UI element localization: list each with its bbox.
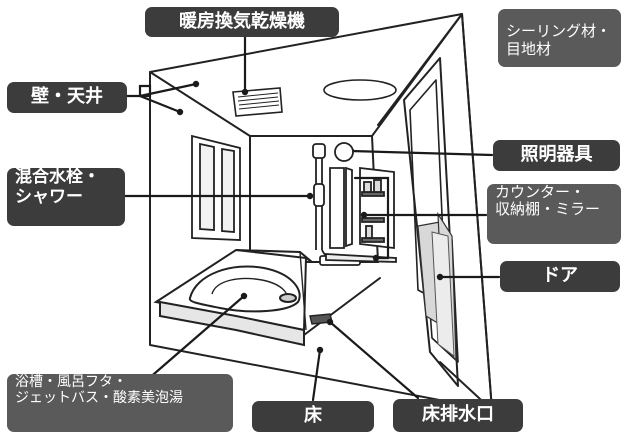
dryer-illustration bbox=[232, 87, 283, 117]
door-frame bbox=[377, 13, 493, 411]
bathtub-illustration bbox=[153, 248, 313, 347]
counter-illustration bbox=[325, 166, 397, 263]
label-floor-drain: 床排水口 bbox=[393, 399, 523, 432]
label-wall-ceiling: 壁・天井 bbox=[7, 82, 127, 113]
label-door: ドア bbox=[500, 261, 620, 292]
label-counter-shelf-mirror: カウンター・ 収納棚・ミラー bbox=[487, 183, 621, 244]
label-sealing: シーリング材・ 目地材 bbox=[498, 9, 621, 67]
label-bathtub: 浴槽・風呂フタ・ ジェットバス・酸素美泡湯 bbox=[7, 374, 233, 432]
label-floor: 床 bbox=[252, 401, 374, 432]
window-illustration bbox=[191, 134, 241, 241]
label-faucet-shower: 混合水栓・ シャワー bbox=[7, 167, 125, 226]
label-lighting: 照明器具 bbox=[493, 140, 620, 171]
label-dryer: 暖房換気乾燥機 bbox=[145, 7, 339, 37]
ceiling-light bbox=[323, 79, 397, 101]
